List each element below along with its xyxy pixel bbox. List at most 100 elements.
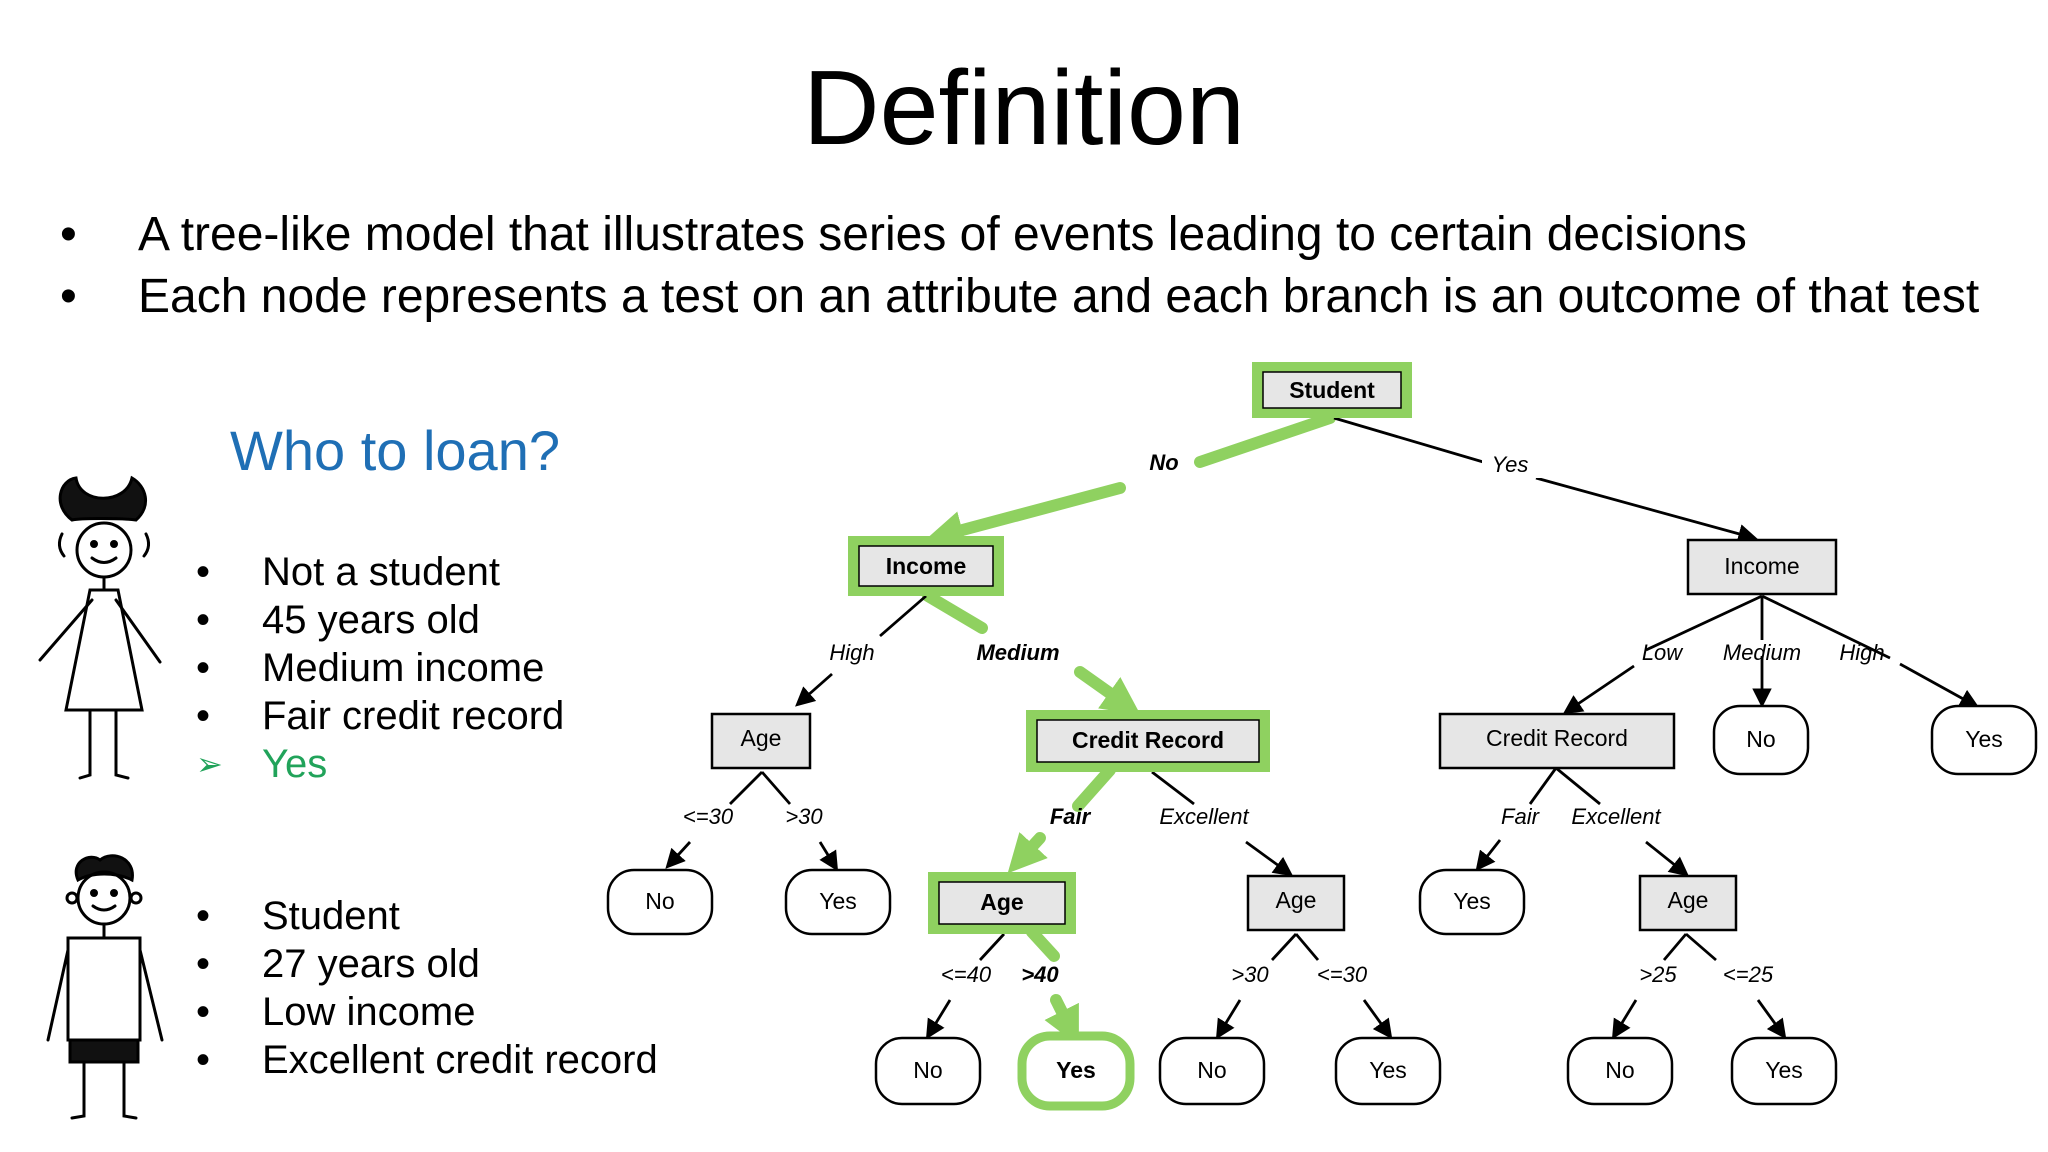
edge-line [1535,476,1758,544]
edge-label: >25 [1639,962,1677,987]
edge-label: >30 [785,804,823,829]
list-item: • Not a student [196,548,564,596]
edge-label: High [829,640,874,665]
label-background [1136,446,1192,478]
leaf-label: No [1746,726,1775,752]
edge-line [1151,770,1195,806]
leaf-yes-highlighted: Yes [1017,1031,1135,1111]
edge-line [1215,999,1242,1040]
attribute-text: Student [262,894,400,938]
edge-label: >30 [1231,962,1269,987]
edge-line [1899,662,1980,708]
edge-line [1562,664,1635,715]
edge-line [1645,840,1690,877]
edge-highlight [925,482,1126,549]
node-credit-record-left: Credit Record [1026,710,1270,772]
edge-line [1294,933,1320,961]
edge-line [818,841,839,872]
bullet-item: • A tree-like model that illustrates seri… [60,204,2020,266]
node-label: Age [1668,887,1709,913]
leaf-no: No [606,868,714,936]
leaf-label: Yes [1453,888,1491,914]
leaf-yes: Yes [1334,1036,1442,1106]
edge-label: High [1839,640,1884,665]
edge-highlight [922,590,988,634]
bullet-dot: • [196,694,211,738]
edge-highlight [1044,994,1079,1046]
stick-figures [38,475,164,1120]
node-label: Student [1289,377,1375,403]
leaf-label: No [1197,1057,1226,1083]
edge-line [1685,932,1717,962]
bullet-dot: • [196,550,211,594]
edge-line [1475,839,1502,872]
label-background [1482,450,1542,478]
leaf-label: No [645,888,674,914]
attribute-text: Fair credit record [262,694,565,738]
node-label: Income [1724,553,1799,579]
leaf-label: No [913,1057,942,1083]
edge-label: Excellent [1159,804,1249,829]
list-item: •Excellent credit record [196,1036,658,1084]
edge-highlight [1026,926,1060,962]
definition-bullets: • A tree-like model that illustrates seri… [60,204,2020,328]
edge-line [1362,999,1393,1040]
bullet-text: A tree-like model that illustrates serie… [138,208,1747,261]
node-label: Age [1276,887,1317,913]
edge-line [1333,416,1491,466]
edge-label: Excellent [1571,804,1661,829]
node-age-right: Age [1638,874,1738,932]
edge-label: <=40 [941,962,992,987]
edge-line [879,594,927,638]
bullet-dot: • [60,208,77,261]
edge-line [795,672,833,707]
arrow-bullet-icon: ➢ [196,746,223,782]
attribute-text: 27 years old [262,942,480,986]
leaf-label: Yes [1765,1057,1803,1083]
person2-attributes: •Student •27 years old •Low income •Exce… [196,892,658,1084]
tree-edges [665,416,1980,1040]
bullet-item: •Each node represents a test on an attri… [60,266,2020,328]
answer-item: ➢Yes [196,740,564,788]
leaf-label: No [1605,1057,1634,1083]
node-label: Credit Record [1486,725,1628,751]
node-label: Credit Record [1072,727,1224,753]
leaf-yes: Yes [1930,704,2038,776]
node-label: Income [886,553,967,579]
edge-line [1761,594,1891,660]
leaf-no: No [1712,704,1810,776]
attribute-text: Not a student [262,550,500,594]
bullet-dot: • [60,270,77,323]
woman-figure-icon [38,475,162,780]
leaf-label: Yes [1965,726,2003,752]
edge-line [1528,767,1558,805]
leaf-no: No [1566,1036,1674,1106]
edge-label: No [1149,450,1178,475]
node-label: Age [980,889,1023,915]
node-age-fair: Age [928,872,1076,934]
list-item: • 27 years old [196,940,658,988]
edge-label: >40 [1021,962,1059,987]
edge-line [1645,594,1763,652]
bullet-dot: • [196,894,211,938]
bullet-dot: • [196,942,211,986]
node-income-left: Income [848,536,1004,596]
edge-highlight [1074,666,1141,715]
list-item: • Student [196,892,658,940]
leaf-yes: Yes [784,868,892,936]
edge-label: Medium [1723,640,1801,665]
leaf-label: Yes [1369,1057,1407,1083]
edge-line [1662,933,1688,961]
bullet-dot: • [196,598,211,642]
list-item: •Medium income [196,644,564,692]
node-age-excellent: Age [1246,874,1346,932]
node-label: Age [741,725,782,751]
node-age-high: Age [710,712,812,770]
slide-title: Definition [803,49,1245,167]
edge-line [1245,840,1294,877]
edge-label: <=30 [1317,962,1368,987]
leaf-no: No [874,1036,982,1106]
edge-label: Low [1642,640,1684,665]
edge-label: Fair [1050,804,1092,829]
edge-line [760,771,792,805]
